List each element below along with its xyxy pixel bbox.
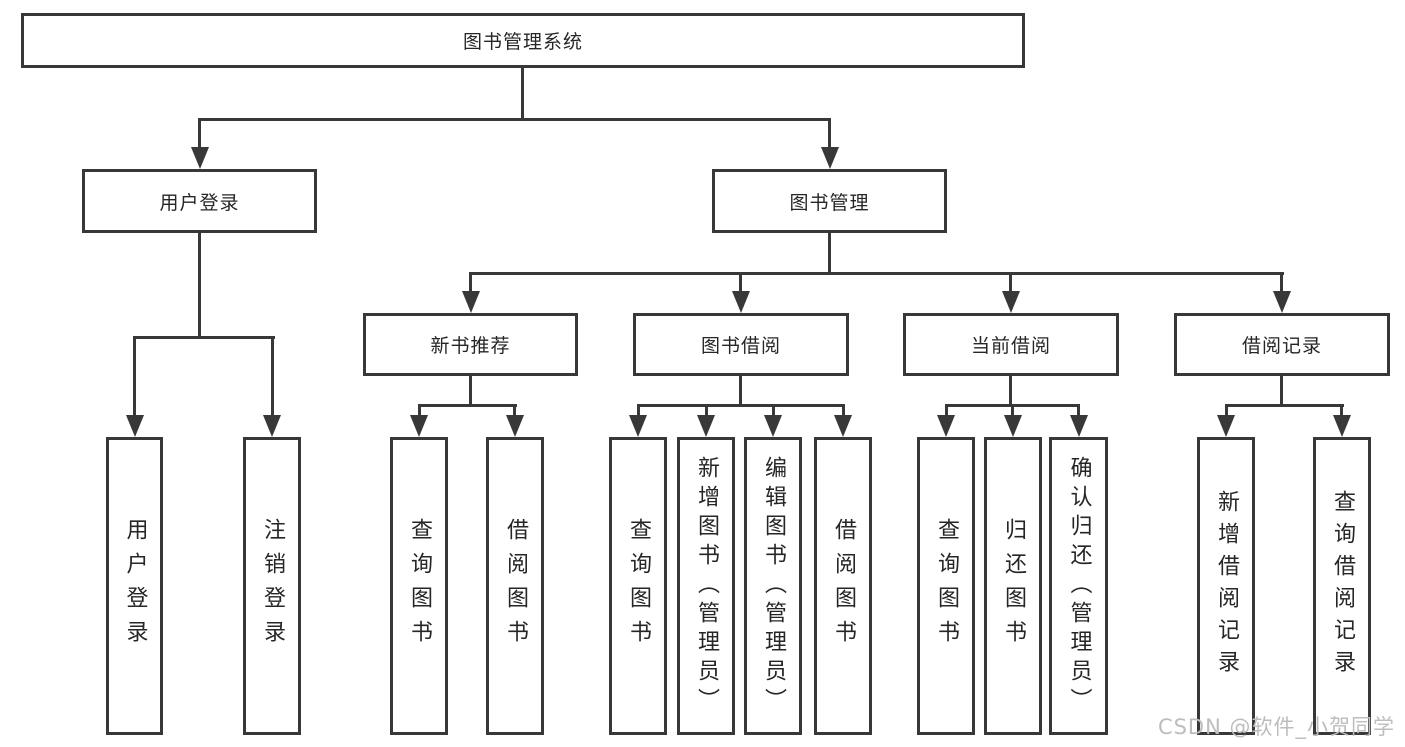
node-label: 用户登录	[122, 518, 148, 654]
arrowhead-down-icon	[834, 415, 852, 437]
node-return-books: 归还图书	[984, 437, 1042, 735]
node-borrow-books-recommend: 借阅图书	[486, 437, 544, 735]
connector-line	[1340, 404, 1343, 417]
connector-line	[469, 272, 1284, 275]
arrowhead-down-icon	[410, 415, 428, 437]
connector-line	[739, 272, 742, 293]
node-label: 归还图书	[1001, 518, 1026, 654]
node-current-borrowing: 当前借阅	[903, 313, 1119, 376]
node-label: 用户登录	[159, 191, 240, 214]
node-edit-books-admin: 编辑图书（管理员）	[744, 437, 802, 735]
node-add-borrow-record: 新增借阅记录	[1197, 437, 1255, 735]
connector-line	[739, 376, 742, 406]
arrowhead-down-icon	[629, 415, 647, 437]
node-label: 注销登录	[260, 518, 285, 654]
connector-line	[469, 272, 472, 293]
node-label: 查询图书	[407, 518, 432, 654]
connector-line	[945, 404, 948, 417]
connector-line	[637, 404, 640, 417]
node-label: 编辑图书（管理员）	[761, 455, 786, 717]
node-label: 新增图书（管理员）	[694, 455, 719, 717]
connector-line	[133, 336, 275, 339]
connector-line	[772, 404, 775, 417]
connector-line	[418, 404, 421, 417]
node-book-management: 图书管理	[712, 169, 947, 233]
connector-line	[842, 404, 845, 417]
node-label: 当前借阅	[970, 335, 1051, 357]
connector-line	[1280, 376, 1283, 406]
connector-line	[198, 118, 201, 148]
node-label: 图书借阅	[700, 335, 781, 357]
arrowhead-down-icon	[191, 147, 209, 169]
connector-line	[1077, 404, 1080, 417]
node-label: 查询图书	[934, 518, 959, 654]
arrowhead-down-icon	[821, 147, 839, 169]
node-label: 新增借阅记录	[1214, 490, 1239, 682]
connector-line	[828, 233, 831, 275]
node-query-books-recommend: 查询图书	[390, 437, 448, 735]
node-label: 图书管理系统	[462, 31, 583, 53]
node-label: 新书推荐	[430, 335, 511, 357]
arrowhead-down-icon	[1002, 291, 1020, 313]
node-user-login-leaf: 用户登录	[106, 437, 163, 735]
connector-line	[705, 404, 708, 417]
arrowhead-down-icon	[697, 415, 715, 437]
node-add-books-admin: 新增图书（管理员）	[677, 437, 735, 735]
connector-line	[1011, 404, 1014, 417]
node-logout-leaf: 注销登录	[243, 437, 301, 735]
arrowhead-down-icon	[263, 415, 281, 437]
connector-line	[828, 118, 831, 148]
node-borrow-books-borrowing: 借阅图书	[814, 437, 872, 735]
arrowhead-down-icon	[506, 415, 524, 437]
connector-line	[1280, 272, 1283, 293]
node-label: 查询借阅记录	[1330, 490, 1355, 682]
connector-line	[469, 376, 472, 406]
node-query-books-borrowing: 查询图书	[609, 437, 667, 735]
connector-line	[521, 68, 524, 118]
connector-line	[271, 336, 274, 416]
connector-line	[1225, 404, 1344, 407]
arrowhead-down-icon	[937, 415, 955, 437]
connector-line	[1225, 404, 1228, 417]
arrowhead-down-icon	[1004, 415, 1022, 437]
arrowhead-down-icon	[126, 415, 144, 437]
node-confirm-return-admin: 确认归还（管理员）	[1049, 437, 1108, 735]
node-query-borrow-record: 查询借阅记录	[1313, 437, 1371, 735]
arrowhead-down-icon	[1273, 291, 1291, 313]
connector-line	[1009, 376, 1012, 406]
node-label: 借阅图书	[831, 518, 856, 654]
node-book-management-system: 图书管理系统	[21, 13, 1025, 68]
arrowhead-down-icon	[732, 291, 750, 313]
node-new-book-recommend: 新书推荐	[363, 313, 578, 376]
watermark: CSDN @软件_小贺同学	[1157, 715, 1395, 739]
node-label: 查询图书	[626, 518, 651, 654]
node-query-books-current: 查询图书	[917, 437, 975, 735]
arrowhead-down-icon	[1217, 415, 1235, 437]
arrowhead-down-icon	[1333, 415, 1351, 437]
node-label: 确认归还（管理员）	[1066, 455, 1092, 717]
node-user-login: 用户登录	[82, 169, 317, 233]
node-label: 借阅记录	[1241, 335, 1322, 357]
arrowhead-down-icon	[1070, 415, 1088, 437]
node-book-borrowing: 图书借阅	[633, 313, 849, 376]
connector-line	[198, 118, 831, 121]
connector-line	[637, 404, 845, 407]
connector-line	[1009, 272, 1012, 293]
connector-line	[513, 404, 516, 417]
connector-line	[198, 233, 201, 337]
connector-line	[133, 336, 136, 416]
arrowhead-down-icon	[764, 415, 782, 437]
node-label: 借阅图书	[503, 518, 528, 654]
arrowhead-down-icon	[462, 291, 480, 313]
connector-line	[418, 404, 517, 407]
node-label: 图书管理	[789, 191, 870, 214]
node-borrowing-records: 借阅记录	[1174, 313, 1390, 376]
